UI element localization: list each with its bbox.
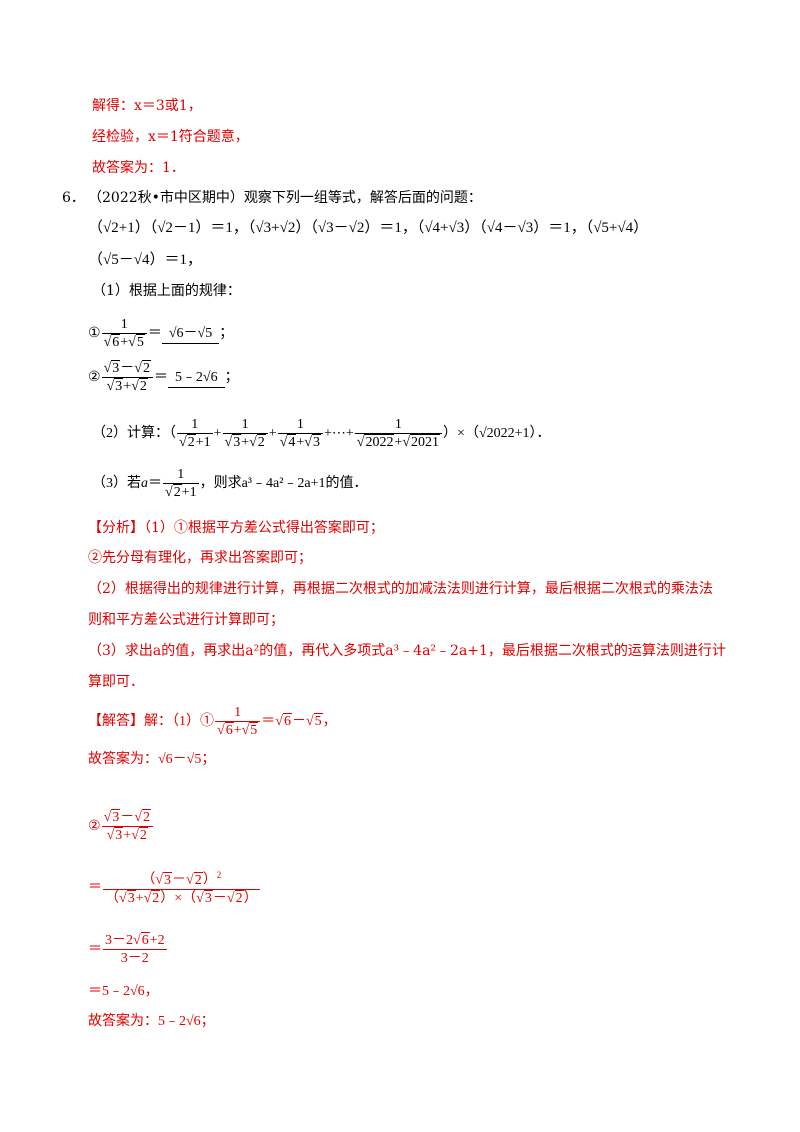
solution-answer-1: 故答案为：√6－√5； xyxy=(88,752,216,767)
analysis-line-2: ②先分母有理化，再求出答案即可； xyxy=(88,550,312,566)
solution-step-4: ＝5﹣2√6， xyxy=(88,984,159,999)
solution-label: 【解答】 xyxy=(88,714,144,729)
sub1-fraction: 1√6+√5 xyxy=(101,316,147,352)
sub2-fraction: √3－√2√3+√2 xyxy=(101,359,153,396)
intro-line-3: 故答案为：1． xyxy=(92,160,185,176)
solution-answer-2: 故答案为：5﹣2√6； xyxy=(88,1014,215,1029)
part3-row: （3）若a＝1√2+1，则求a³﹣4a²﹣2a+1的值． xyxy=(92,466,368,500)
intro-line-1: 解得：x＝3或1， xyxy=(92,98,202,114)
analysis-line-6: 算即可． xyxy=(88,674,144,690)
analysis-line-4: 则和平方差公式进行计算即可； xyxy=(88,612,284,628)
part3-tail: ，则求a³﹣4a²﹣2a+1的值． xyxy=(199,476,368,491)
analysis-line-1: 【分析】（1）①根据平方差公式得出答案即可； xyxy=(88,520,384,536)
analysis-line-3: （2）根据得出的规律进行计算，再根据二次根式的加减法法则进行计算，最后根据二次根… xyxy=(88,581,713,597)
sub2-marker: ② xyxy=(88,370,101,385)
intro-line-2: 经检验，x＝1符合题意， xyxy=(92,129,249,145)
solution-step-2: ＝（√3－√2）2（√3+√2）×（√3－√2） xyxy=(88,870,260,907)
analysis-line-5: （3）求出a的值，再求出a²的值，再代入多项式a³﹣4a²﹣2a+1，最后根据二… xyxy=(88,643,726,659)
part3-label: （3）若 xyxy=(92,476,141,491)
part1-label: （1）根据上面的规律： xyxy=(92,283,241,299)
sub2-row: ②√3－√2√3+√2＝ 5﹣2√6 ； xyxy=(88,359,239,396)
sub1-answer: √6－√5 xyxy=(168,326,213,341)
part2-tail: ）×（√2022+1）． xyxy=(443,426,551,441)
equalities-line-2: （√5－√4）＝1， xyxy=(88,252,202,268)
question-number: 6． xyxy=(62,190,85,206)
sub2-answer: 5﹣2√6 xyxy=(174,370,218,385)
part2-label: （2）计算： xyxy=(92,426,169,441)
sub1-marker: ① xyxy=(88,326,101,341)
part2-row: （2）计算：（1√2+1+1√3+√2+1√4+√3+⋯+1√2022+√202… xyxy=(92,416,551,450)
analysis-label: 【分析】 xyxy=(88,520,144,536)
question-stem: （2022秋•市中区期中）观察下列一组等式，解答后面的问题： xyxy=(88,190,482,206)
solution-step-1: ②√3－√2√3+√2 xyxy=(88,805,154,849)
equalities-line-1: （√2+1）（√2－1）＝1，（√3+√2）（√3－√2）＝1，（√4+√3）（… xyxy=(88,220,649,236)
